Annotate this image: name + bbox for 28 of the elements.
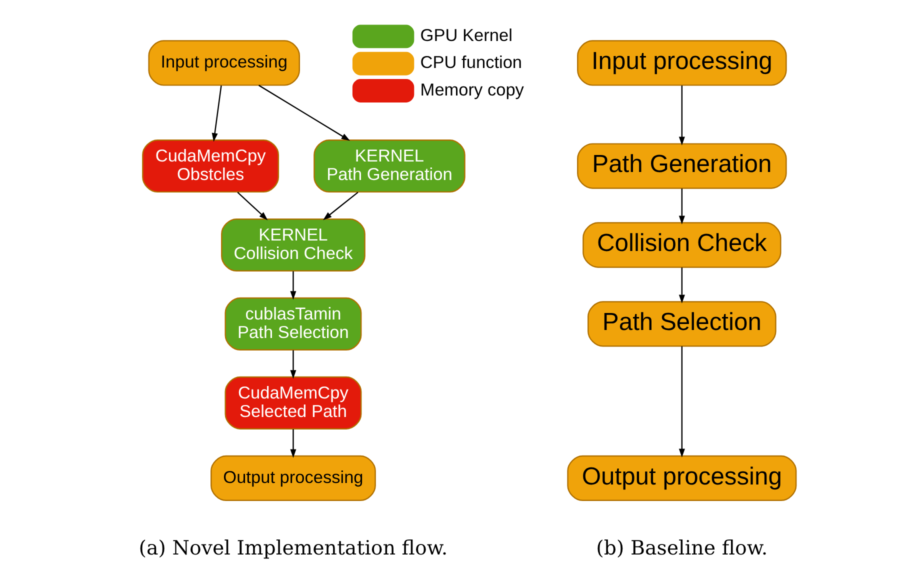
arrow (290, 350, 296, 379)
arrow (237, 192, 268, 220)
arrow (678, 346, 685, 458)
arrow (678, 86, 685, 146)
node-box: cublasTamin Path Selection (224, 297, 362, 350)
arrow (678, 188, 685, 224)
arrow (258, 84, 350, 141)
arrow (323, 192, 358, 220)
node-box: CudaMemCpy Selected Path (224, 376, 362, 430)
node-box: Collision Check (582, 222, 782, 268)
label: (a) Novel Implementation flow. (138, 536, 448, 560)
arrow (678, 268, 685, 304)
node-box: Path Selection (588, 301, 776, 347)
arrow (212, 85, 222, 142)
node-box: Output processing (210, 455, 376, 502)
legend-label: Memory copy (420, 79, 524, 100)
legend-label: CPU function (420, 52, 522, 72)
node-box: Output processing (567, 455, 797, 502)
node-box: KERNEL Collision Check (221, 218, 366, 272)
node-box: Input processing (577, 40, 787, 86)
node-box: KERNEL Path Generation (314, 139, 466, 193)
label: (b) Baseline flow. (596, 536, 768, 560)
legend-label: GPU Kernel (420, 25, 512, 46)
node-box: Path Generation (577, 143, 787, 189)
arrow (290, 271, 296, 300)
arrow (290, 429, 296, 458)
node-box: CudaMemCpy Obstcles (142, 139, 280, 193)
node-box: Input processing (148, 40, 300, 86)
